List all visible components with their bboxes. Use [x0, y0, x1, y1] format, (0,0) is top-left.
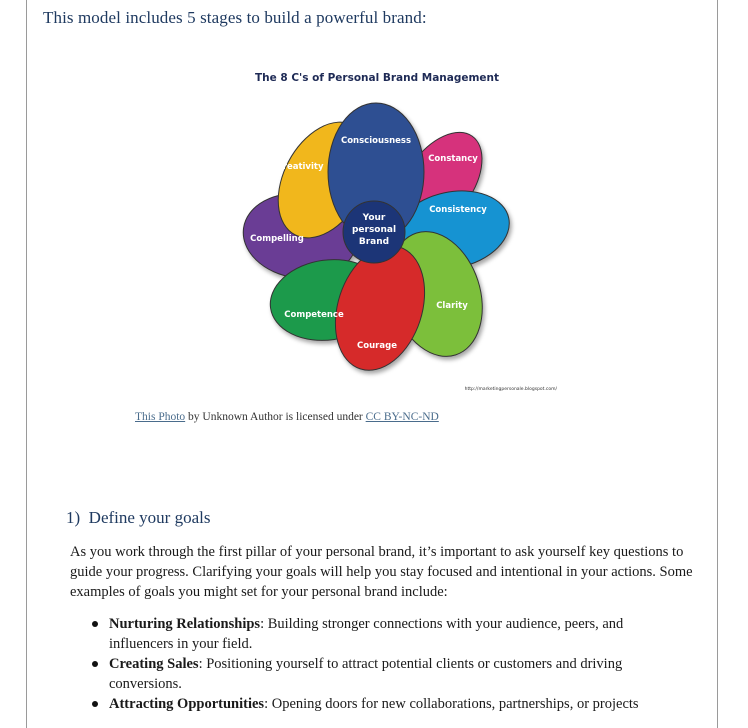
bullet-term: Creating Sales	[109, 656, 199, 672]
diagram-title: The 8 C's of Personal Brand Management	[255, 72, 499, 84]
page-border	[26, 0, 718, 728]
label-creativity: Creativity	[277, 162, 324, 172]
source-url: http://marketingpersonale.blogspot.com/	[465, 386, 558, 392]
label-compelling: Compelling	[250, 234, 304, 244]
photo-link[interactable]: This Photo	[135, 411, 186, 423]
goals-list: Nurturing Relationships: Building strong…	[90, 614, 690, 714]
label-consistency: Consistency	[429, 205, 487, 215]
bullet-text: : Positioning yourself to attract potent…	[109, 656, 623, 692]
label-consciousness: Consciousness	[341, 136, 411, 146]
label-competence: Competence	[284, 310, 344, 320]
photo-attribution: This Photo by Unknown Author is licensed…	[135, 411, 439, 423]
label-clarity: Clarity	[436, 301, 468, 311]
brand-diagram: The 8 C's of Personal Brand Management C…	[236, 62, 566, 397]
bullet-icon	[92, 701, 98, 707]
list-item: Attracting Opportunities: Opening doors …	[90, 694, 690, 714]
license-link[interactable]: CC BY-NC-ND	[365, 411, 439, 423]
bullet-term: Nurturing Relationships	[109, 616, 261, 632]
bullet-term: Attracting Opportunities	[109, 696, 265, 712]
attribution-text: by Unknown Author is licensed under	[185, 411, 366, 423]
bullet-icon	[92, 661, 98, 667]
center-line-2: personal	[352, 225, 396, 235]
label-courage: Courage	[357, 341, 397, 351]
bullet-text: : Opening doors for new collaborations, …	[264, 696, 639, 712]
center-circle	[342, 200, 406, 264]
label-constancy: Constancy	[428, 154, 478, 164]
brand-diagram-svg: The 8 C's of Personal Brand Management C…	[242, 72, 558, 392]
section-paragraph: As you work through the first pillar of …	[70, 544, 693, 600]
bullet-text: : Building stronger connections with you…	[109, 616, 624, 652]
section-heading: 1) Define your goals	[66, 508, 211, 527]
intro-text: This model includes 5 stages to build a …	[43, 8, 427, 27]
list-item: Nurturing Relationships: Building strong…	[90, 614, 690, 654]
center-line-3: Brand	[359, 237, 389, 247]
list-item: Creating Sales: Positioning yourself to …	[90, 654, 690, 694]
center-line-1: Your	[362, 213, 386, 223]
bullet-icon	[92, 621, 98, 627]
